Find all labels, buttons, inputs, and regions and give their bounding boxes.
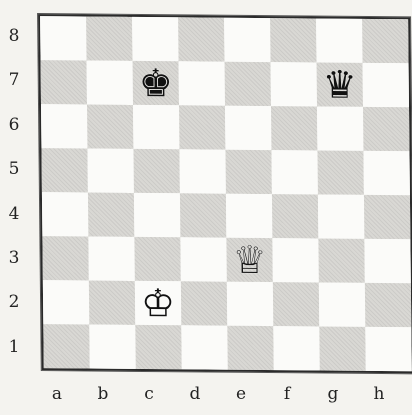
rank-label-1: 1 [6, 337, 22, 357]
square-g4 [318, 194, 364, 238]
square-d2 [181, 281, 227, 325]
board-frame: ♚ ♛ ♕ ♔ [30, 8, 412, 377]
square-g2 [319, 282, 365, 326]
square-f3 [272, 238, 318, 282]
square-g8 [316, 18, 362, 62]
black-king-icon: ♚ [139, 64, 173, 102]
square-b4 [88, 192, 134, 236]
square-a4 [42, 192, 88, 236]
white-king-icon: ♔ [141, 284, 175, 322]
square-c4 [134, 193, 180, 237]
square-g1 [319, 326, 365, 370]
rank-label-8: 8 [6, 26, 22, 46]
square-c7: ♚ [133, 61, 179, 105]
square-a1 [43, 324, 89, 368]
square-g5 [317, 150, 363, 194]
chess-board: ♚ ♛ ♕ ♔ [38, 14, 412, 373]
square-b7 [87, 60, 133, 104]
file-label-d: d [185, 384, 205, 404]
square-e4 [226, 194, 272, 238]
file-label-f: f [277, 384, 297, 404]
square-c2: ♔ [135, 281, 181, 325]
file-label-c: c [139, 384, 159, 404]
square-g3 [318, 238, 364, 282]
square-e2 [227, 282, 273, 326]
square-d6 [179, 105, 225, 149]
square-a3 [42, 236, 88, 280]
square-a6 [41, 104, 87, 148]
square-c6 [133, 105, 179, 149]
square-d1 [181, 325, 227, 369]
white-queen-icon: ♕ [232, 241, 266, 279]
square-h3 [364, 239, 410, 283]
square-c3 [134, 237, 180, 281]
square-a5 [41, 148, 87, 192]
file-label-b: b [93, 384, 113, 404]
square-d7 [179, 61, 225, 105]
rank-label-6: 6 [6, 115, 22, 135]
square-f6 [271, 106, 317, 150]
square-g6 [317, 106, 363, 150]
square-b3 [88, 236, 134, 280]
square-f1 [273, 326, 319, 370]
square-d8 [178, 17, 224, 61]
square-e3: ♕ [226, 238, 272, 282]
square-a8 [40, 16, 86, 60]
rank-label-2: 2 [6, 292, 22, 312]
rank-label-5: 5 [6, 159, 22, 179]
square-h8 [362, 19, 408, 63]
square-h4 [364, 195, 410, 239]
square-d4 [180, 193, 226, 237]
square-e1 [227, 326, 273, 370]
square-e8 [224, 18, 270, 62]
file-label-h: h [369, 384, 389, 404]
square-h2 [365, 283, 411, 327]
square-c1 [135, 325, 181, 369]
file-label-a: a [47, 384, 67, 404]
file-label-g: g [323, 384, 343, 404]
square-c5 [133, 149, 179, 193]
square-f7 [271, 62, 317, 106]
square-d3 [180, 237, 226, 281]
square-f8 [270, 18, 316, 62]
square-h5 [363, 151, 409, 195]
square-e5 [225, 150, 271, 194]
square-d5 [179, 149, 225, 193]
rank-label-7: 7 [6, 70, 22, 90]
square-g7: ♛ [317, 62, 363, 106]
rank-label-3: 3 [6, 248, 22, 268]
square-a2 [43, 280, 89, 324]
file-label-e: e [231, 384, 251, 404]
square-b6 [87, 104, 133, 148]
square-b8 [86, 16, 132, 60]
square-f4 [272, 194, 318, 238]
black-queen-icon: ♛ [323, 66, 357, 104]
square-h1 [365, 327, 411, 371]
square-b2 [89, 280, 135, 324]
square-h6 [363, 107, 409, 151]
square-h7 [363, 63, 409, 107]
square-e6 [225, 106, 271, 150]
square-c8 [132, 17, 178, 61]
square-f2 [273, 282, 319, 326]
square-b5 [87, 148, 133, 192]
square-b1 [89, 324, 135, 368]
square-e7 [225, 62, 271, 106]
rank-label-4: 4 [6, 204, 22, 224]
square-f5 [271, 150, 317, 194]
square-a7 [41, 60, 87, 104]
